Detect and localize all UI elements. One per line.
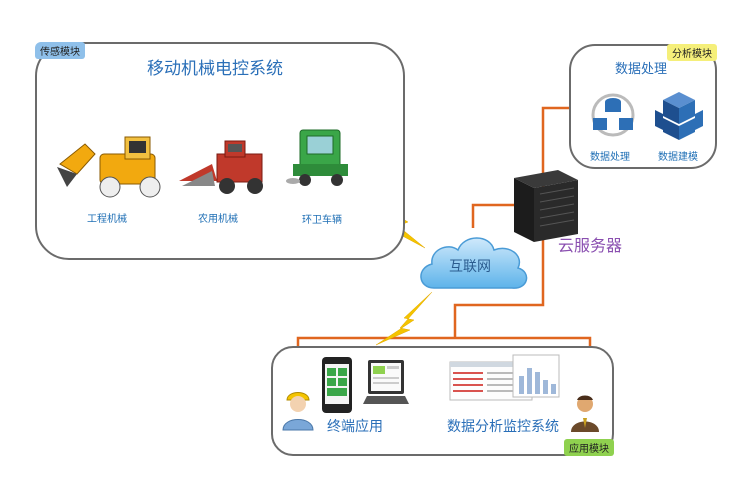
harvester-icon xyxy=(179,140,263,194)
server-label: 云服务器 xyxy=(558,236,623,255)
data-modeling-icon xyxy=(655,92,703,140)
monitoring-system-screenshot xyxy=(449,354,560,401)
worker-icon xyxy=(282,392,314,431)
analysis-module-title: 数据处理 xyxy=(615,62,668,77)
sensor-item-label: 农用机械 xyxy=(198,214,238,225)
terminal-app-label: 终端应用 xyxy=(327,419,383,435)
analysis-item-label: 数据建模 xyxy=(658,152,698,163)
phone-icon xyxy=(322,357,352,413)
analysis-item-label: 数据处理 xyxy=(590,152,630,163)
application-module-panel: 应用模块 终端应用 数据分析 xyxy=(271,346,614,456)
server-to-cloud-line xyxy=(471,203,520,228)
application-module-tag: 应用模块 xyxy=(564,439,614,456)
server-to-analysis-line xyxy=(541,106,572,193)
lightning-bolt-lower xyxy=(375,291,433,346)
analysis-module-panel: 分析模块 数据处理 数据处理 数据建模 xyxy=(569,44,717,169)
cloud-label: 互联网 xyxy=(449,259,491,275)
cloud-icon xyxy=(420,237,528,289)
sensor-module-panel: 传感模块 移动机械电控系统 工程机械 农用机械 环卫车辆 xyxy=(35,42,405,260)
sanitation-vehicle-icon xyxy=(286,129,348,186)
server-icon xyxy=(514,170,578,242)
sensor-item-label: 环卫车辆 xyxy=(302,215,342,226)
monitor-system-label: 数据分析监控系统 xyxy=(447,419,559,435)
sensor-module-tag: 传感模块 xyxy=(35,42,85,59)
excavator-icon xyxy=(57,136,161,198)
server-to-app-line xyxy=(453,225,545,338)
data-processing-icon xyxy=(591,93,635,137)
sensor-item-label: 工程机械 xyxy=(87,214,127,225)
laptop-icon xyxy=(363,360,409,404)
sensor-module-title: 移动机械电控系统 xyxy=(147,59,283,79)
manager-icon xyxy=(571,395,599,432)
analysis-module-tag: 分析模块 xyxy=(667,44,717,61)
